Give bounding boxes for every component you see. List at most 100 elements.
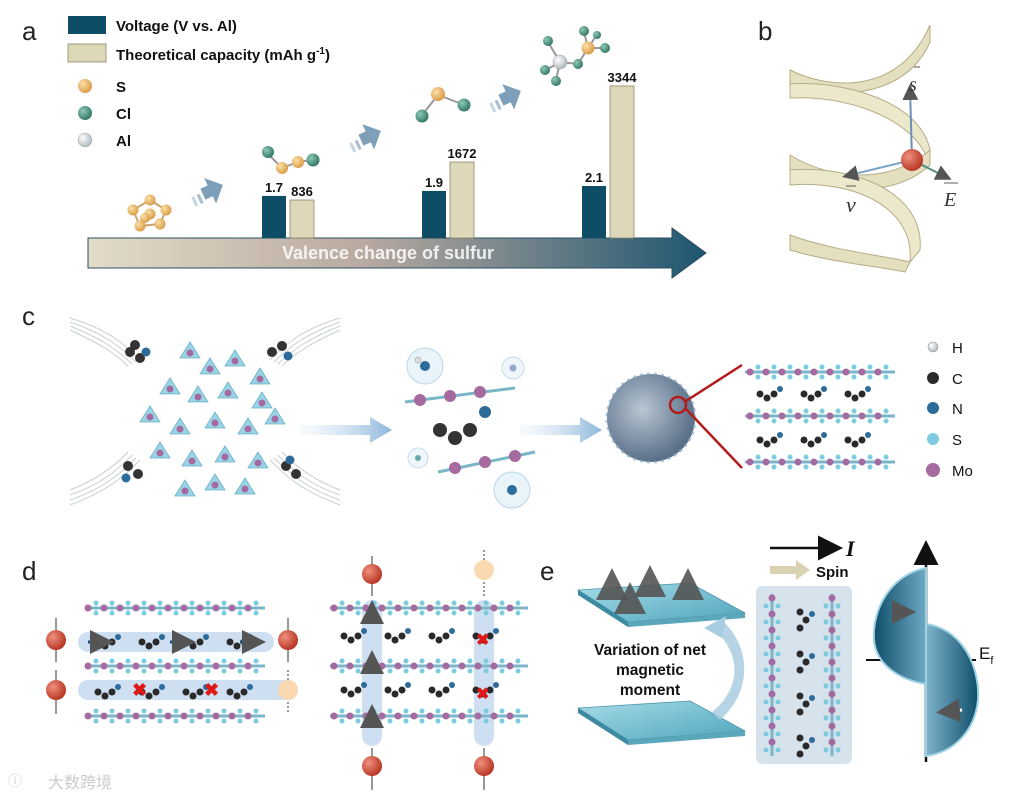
s-atom-icon — [451, 600, 457, 606]
n-atom-icon — [821, 432, 827, 438]
s-atom-icon — [851, 464, 857, 470]
blocked-mark-icon: ✖ — [476, 686, 489, 703]
blocked-mark-icon: ✖ — [132, 680, 147, 700]
c-atom-icon — [189, 692, 197, 700]
c-atom-icon — [347, 636, 355, 644]
s-atom-icon — [157, 658, 163, 664]
spin-vector-diagram: s E v — [842, 66, 958, 217]
s-atom-icon — [867, 374, 873, 380]
s8-molecule-icon — [127, 194, 172, 232]
c-atom-icon — [796, 624, 804, 632]
s-atom-icon — [771, 454, 777, 460]
mo-atom-icon — [442, 662, 450, 670]
mo-atom-icon — [810, 368, 818, 376]
spin-filter-stack — [756, 586, 852, 764]
intermediate-molecules — [404, 347, 536, 509]
s-atom-icon — [125, 600, 131, 606]
h-atom-icon — [927, 341, 939, 353]
mo-atom-icon — [828, 690, 836, 698]
s-atom-icon — [339, 668, 345, 674]
s-atom-icon — [483, 708, 489, 714]
s-atom-icon — [483, 718, 489, 724]
mo-atom-icon — [362, 662, 370, 670]
mo-atom-icon — [490, 662, 498, 670]
progress-arrow-icon — [489, 84, 521, 113]
s-atom-icon — [387, 718, 393, 724]
s-atom-icon — [93, 718, 99, 724]
capacity-legend-swatch — [67, 43, 107, 63]
s-atom-icon — [189, 658, 195, 664]
mo-atom-icon — [768, 626, 776, 634]
n-atom-icon — [361, 628, 367, 634]
c-atom-icon — [428, 686, 436, 694]
mo-atom-icon — [221, 453, 229, 461]
n-atom-icon — [159, 634, 165, 640]
s-atom-icon — [851, 364, 857, 370]
s-atom-icon — [499, 708, 505, 714]
s-atom-icon — [467, 658, 473, 664]
s-atom-icon — [883, 364, 889, 370]
s-atom-icon — [451, 658, 457, 664]
mo-atom-icon — [858, 458, 866, 466]
s-atom-icon — [173, 668, 179, 674]
process-arrow-1 — [300, 417, 392, 443]
c-atom-icon — [196, 688, 204, 696]
mo-atom-icon — [212, 662, 220, 670]
c-atom-icon — [763, 440, 771, 448]
c-atom-icon — [802, 742, 810, 750]
mo-atom-icon — [458, 712, 466, 720]
process-arrow-2 — [520, 417, 602, 443]
s-atom-icon — [771, 418, 777, 424]
s-atom-icon — [823, 603, 829, 609]
c-atom-icon — [858, 436, 866, 444]
s-atom-icon — [819, 418, 825, 424]
c-atom-icon — [472, 632, 480, 640]
c-atom-icon — [226, 688, 234, 696]
s-atom-icon — [403, 708, 409, 714]
c-atom-icon — [138, 638, 146, 646]
voltage-value-label: 1.9 — [425, 175, 443, 190]
mo-atom-icon — [194, 393, 202, 401]
s-atom-icon — [173, 718, 179, 724]
c-atom-icon — [101, 692, 109, 700]
s-atom-icon — [157, 600, 163, 606]
s-atom-icon — [189, 600, 195, 606]
mo-atom-icon — [794, 458, 802, 466]
s-atom-icon — [419, 708, 425, 714]
s-atom-icon — [823, 635, 829, 641]
s-atom-icon — [867, 464, 873, 470]
electron-spin-icon — [46, 630, 66, 650]
mo-atom-icon — [258, 399, 266, 407]
c-atom-icon — [340, 632, 348, 640]
capacity-bar — [289, 199, 315, 239]
al-atom-icon — [77, 132, 93, 148]
s-atom-icon — [205, 610, 211, 616]
s-atom-icon — [763, 747, 769, 753]
c-atom-icon — [145, 692, 153, 700]
mo-atom-icon — [116, 662, 124, 670]
dos-plot: Ef — [866, 540, 994, 762]
mos4-cluster-field — [139, 341, 286, 497]
s-atom-icon — [237, 718, 243, 724]
e-vector-label: E — [943, 189, 956, 211]
c-atom-icon — [391, 636, 399, 644]
c-atom-icon — [398, 686, 406, 694]
c-atom-icon — [189, 642, 197, 650]
s-atom-icon — [755, 408, 761, 414]
s-atom-icon — [803, 408, 809, 414]
n-atom-icon — [493, 628, 499, 634]
s-atom-icon — [93, 600, 99, 606]
c-atom-icon — [796, 734, 804, 742]
watermark-logo-icon: ⓘ — [8, 773, 22, 789]
n-atom-icon — [809, 737, 815, 743]
c-atom-icon — [851, 394, 859, 402]
current-direction-legend: I Spin — [770, 535, 856, 581]
s-atom-icon — [835, 651, 841, 657]
s-atom-icon — [419, 668, 425, 674]
mo-atom-icon — [100, 662, 108, 670]
s-atom-icon — [775, 635, 781, 641]
n-atom-icon — [865, 386, 871, 392]
s-atom-icon — [435, 600, 441, 606]
c-atom-icon — [233, 642, 241, 650]
s-atom-icon — [483, 658, 489, 664]
